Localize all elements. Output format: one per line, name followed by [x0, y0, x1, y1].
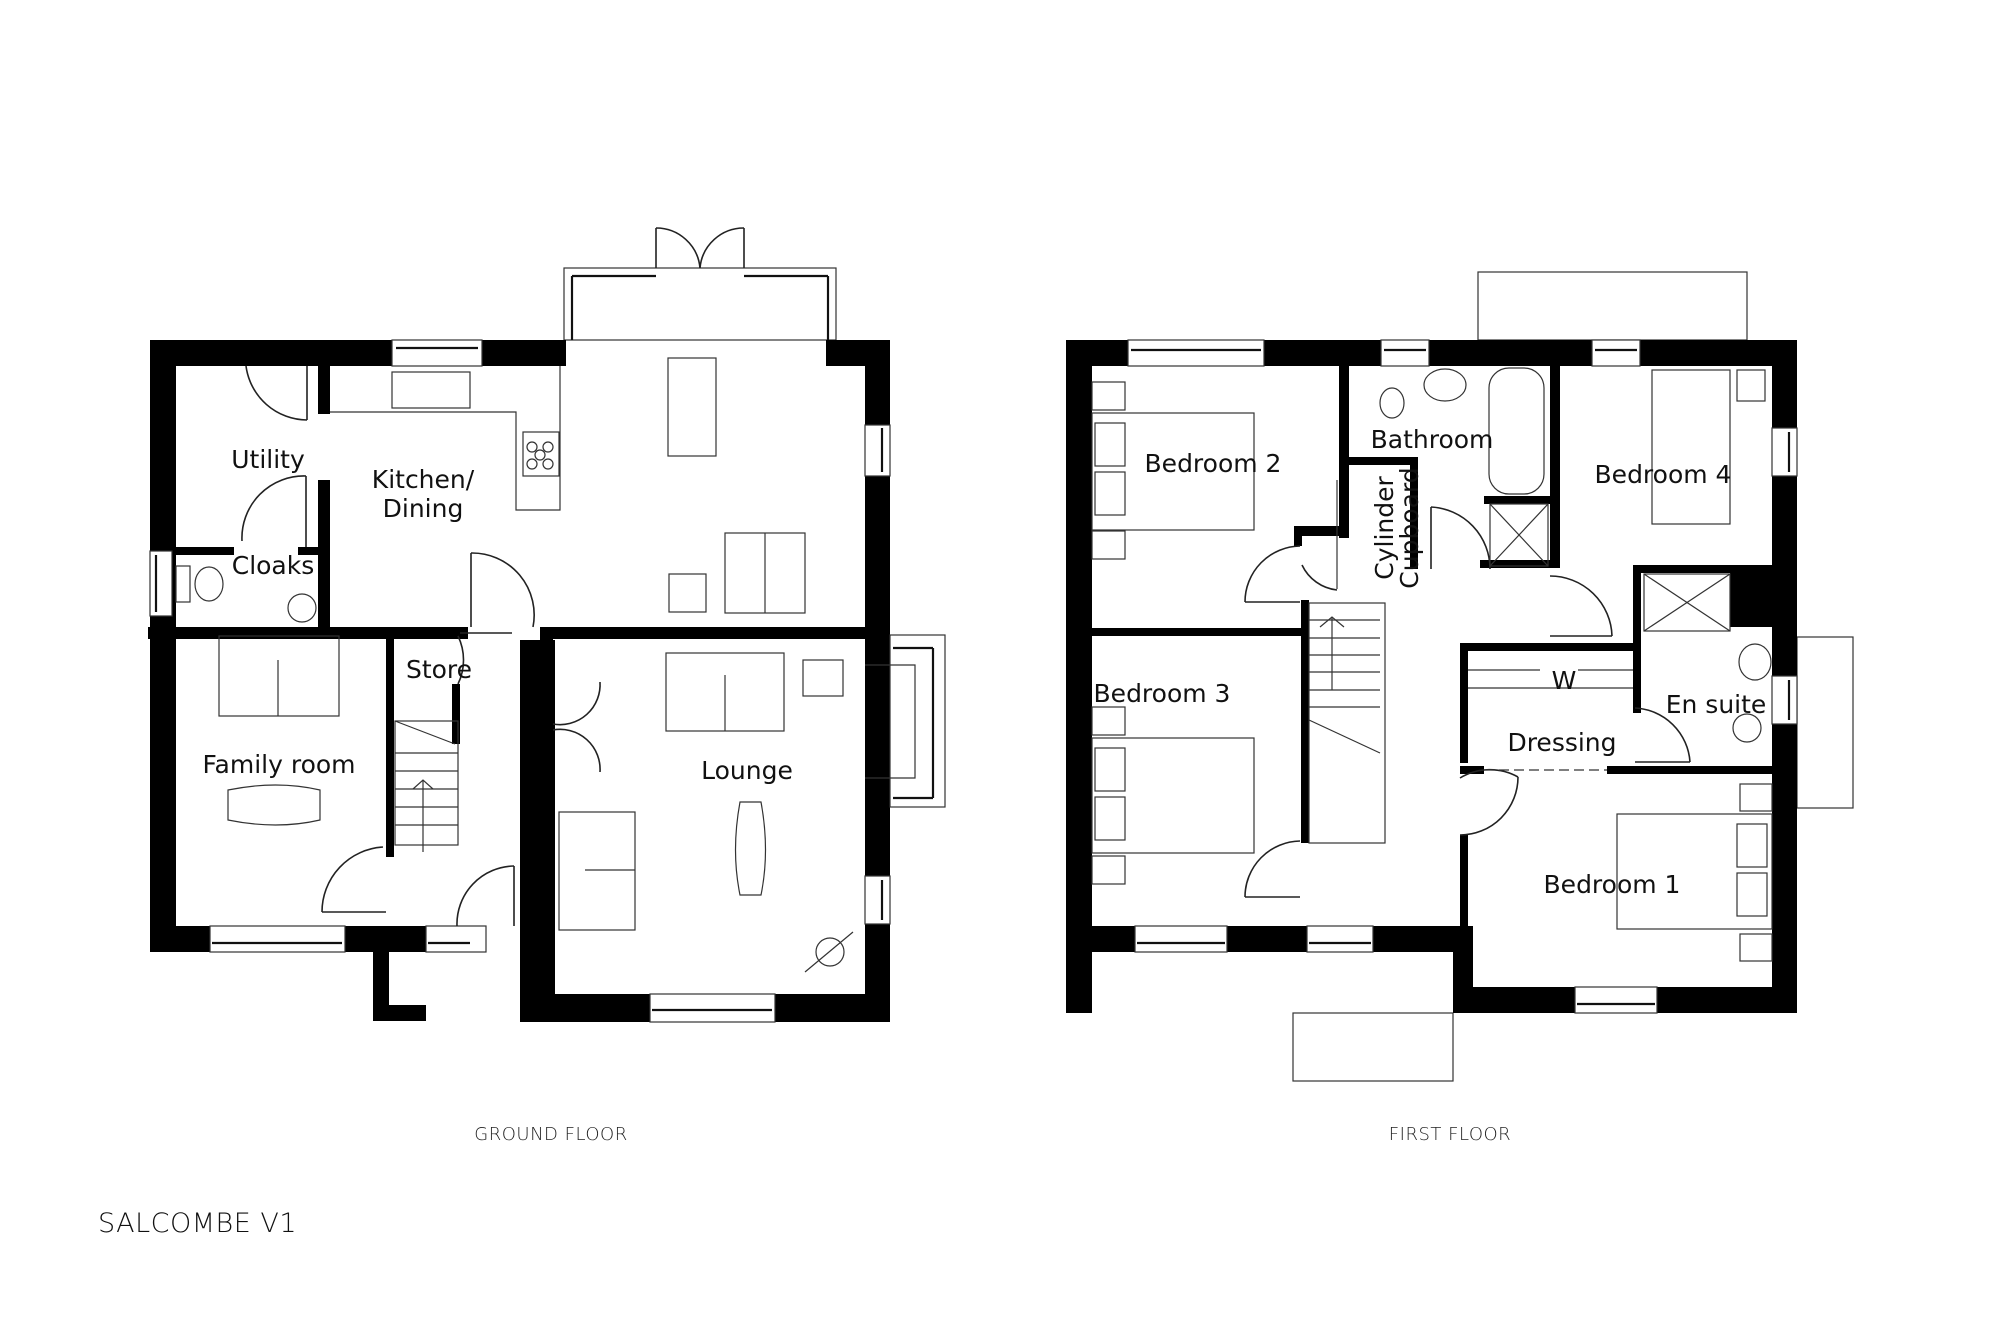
room-label-store: Store	[406, 655, 472, 684]
first-floor-plan: Bedroom 2 Bathroom Bedroom 4 Cylinder Cu…	[1066, 271, 1854, 1082]
roof-outline-right	[1796, 636, 1854, 809]
ground-floor-windows	[149, 339, 891, 1023]
first-floor-stair	[1308, 602, 1386, 844]
lounge-bay-window	[865, 634, 946, 808]
kitchen-fittings	[330, 357, 806, 614]
room-label-bathroom: Bathroom	[1371, 425, 1494, 454]
cloaks-fittings	[175, 565, 317, 623]
ground-floor-caption: GROUND FLOOR	[474, 1124, 628, 1145]
room-label-bedroom-4: Bedroom 4	[1595, 460, 1732, 489]
ground-floor-stair	[394, 720, 459, 852]
room-label-utility: Utility	[231, 445, 305, 474]
first-floor-doors	[1244, 480, 1691, 898]
first-floor-furniture	[1091, 367, 1773, 962]
roof-outline-top	[1477, 271, 1748, 341]
room-label-cylinder: Cylinder	[1370, 476, 1399, 580]
ground-floor-walls	[148, 340, 890, 1022]
room-label-wardrobe: W	[1552, 666, 1577, 695]
ground-floor-doors	[241, 365, 601, 927]
lounge-furniture	[558, 652, 854, 973]
rear-bay-window	[563, 267, 837, 341]
room-label-en-suite: En suite	[1666, 690, 1767, 719]
room-label-dressing: Dressing	[1507, 728, 1616, 757]
ground-floor-plan: Utility Kitchen/ Dining Cloaks Store Fam…	[148, 227, 946, 1023]
room-label-lounge: Lounge	[701, 756, 793, 785]
plan-title: SALCOMBE V1	[98, 1208, 298, 1239]
roof-outline-bottom	[1292, 1012, 1454, 1082]
room-label-bedroom-1: Bedroom 1	[1544, 870, 1681, 899]
room-label-cupboard: Cupboard	[1395, 467, 1424, 588]
room-label-bedroom-2: Bedroom 2	[1145, 449, 1282, 478]
room-label-bedroom-3: Bedroom 3	[1094, 679, 1231, 708]
french-doors	[655, 227, 745, 269]
room-label-cloaks: Cloaks	[232, 551, 315, 580]
room-label-kitchen-line1: Kitchen/	[372, 465, 475, 494]
room-label-family-room: Family room	[202, 750, 355, 779]
family-room-furniture	[218, 635, 340, 826]
first-floor-caption: FIRST FLOOR	[1388, 1124, 1512, 1145]
room-label-kitchen-line2: Dining	[383, 494, 464, 523]
first-floor-windows	[1127, 339, 1798, 1014]
